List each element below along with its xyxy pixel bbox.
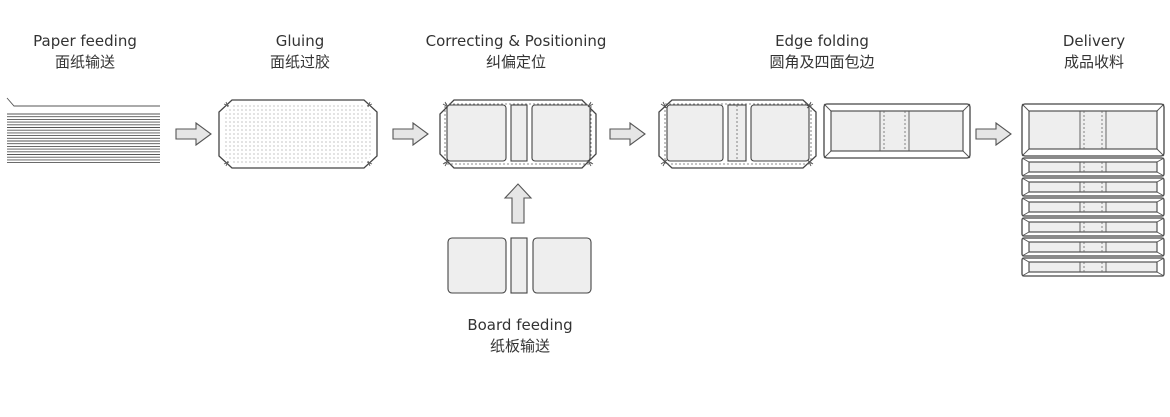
stacked-book [1021, 157, 1165, 177]
stage-label-correcting-positioning: Correcting & Positioning 纠偏定位 [426, 32, 607, 71]
correcting-positioning-label-zh: 纠偏定位 [486, 53, 546, 71]
stage-label-delivery: Delivery 成品收料 [1063, 32, 1125, 71]
stage-label-edge-folding: Edge folding 圆角及四面包边 [769, 32, 874, 71]
stacked-book [1021, 217, 1165, 237]
stacked-book [1021, 257, 1165, 277]
board-left-panel [447, 237, 507, 294]
gluing-label-zh: 面纸过胶 [270, 53, 330, 71]
flow-arrow-2 [392, 121, 429, 147]
correcting-positioning-label-en: Correcting & Positioning [426, 32, 607, 50]
positioned-sheet-illustration [439, 99, 597, 169]
board-feeding-label-en: Board feeding [467, 316, 572, 334]
paper-feeding-label-zh: 面纸输送 [55, 53, 115, 71]
board-right-panel [532, 237, 592, 294]
gluing-label-en: Gluing [276, 32, 325, 50]
board-pieces-illustration [447, 237, 592, 294]
board-spine [510, 237, 528, 294]
flow-arrow-3 [609, 121, 646, 147]
paper-feeding-label-en: Paper feeding [33, 32, 137, 50]
board-feed-arrow [503, 183, 533, 224]
edge-folding-label-en: Edge folding [775, 32, 869, 50]
stage-label-paper-feeding: Paper feeding 面纸输送 [33, 32, 137, 71]
stage-label-gluing: Gluing 面纸过胶 [270, 32, 330, 71]
stacked-book [1021, 197, 1165, 217]
glued-sheet-illustration [218, 99, 378, 169]
stacked-book [1021, 237, 1165, 257]
edge-folding-illustration-2 [823, 103, 971, 159]
delivery-label-zh: 成品收料 [1064, 53, 1124, 71]
edge-folding-label-zh: 圆角及四面包边 [769, 53, 874, 71]
delivery-stack-illustration [1021, 103, 1165, 277]
flow-arrow-4 [975, 121, 1012, 147]
stage-label-board-feeding: Board feeding 纸板输送 [467, 316, 572, 355]
edge-folding-illustration-1 [658, 99, 817, 169]
paper-stack-illustration [6, 97, 160, 164]
delivery-stack-layers [1021, 157, 1165, 277]
paper-sheet-lines [7, 113, 160, 164]
stacked-book [1021, 177, 1165, 197]
board-feeding-label-zh: 纸板输送 [490, 337, 550, 355]
delivery-label-en: Delivery [1063, 32, 1125, 50]
flow-arrow-1 [175, 121, 212, 147]
